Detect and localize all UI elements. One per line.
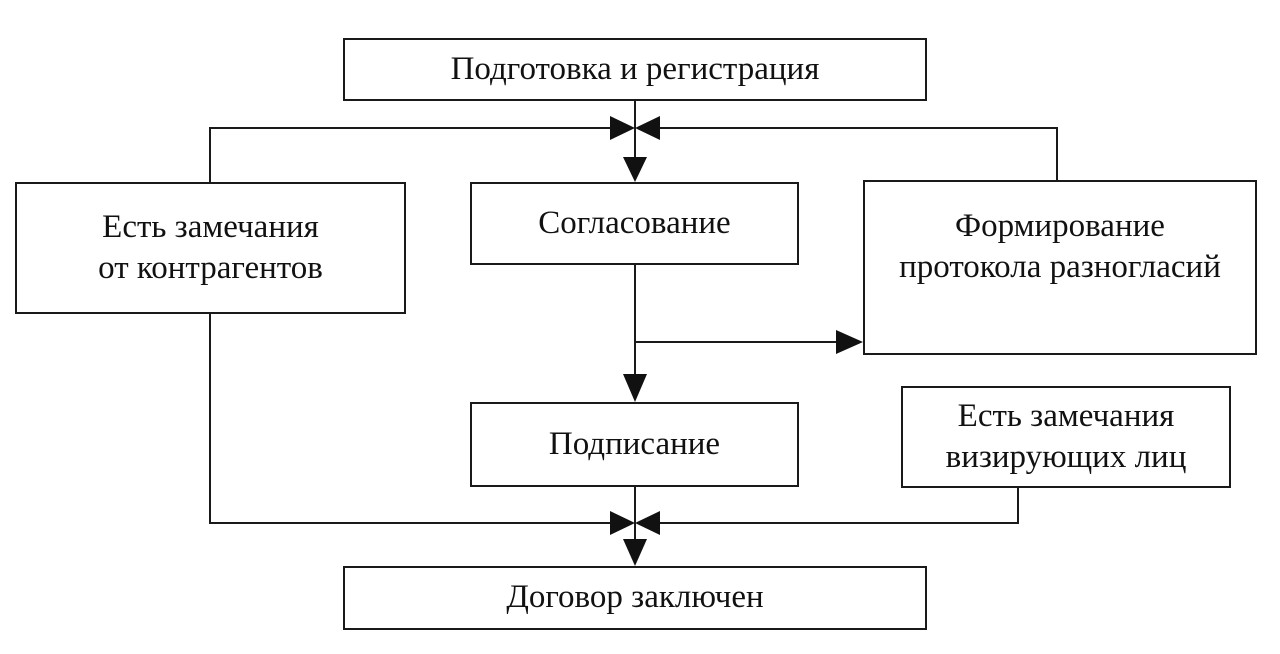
arrow-head-into-signing [623, 374, 647, 402]
node-contractor-remarks: Есть замечания от контрагентов [15, 182, 406, 314]
node-endorser-remarks: Есть замечания визирующих лиц [901, 386, 1231, 488]
arrow-head-from-right-top [635, 116, 660, 140]
arrow-head-into-approval [623, 157, 647, 182]
arrow-head-from-left-top [610, 116, 635, 140]
node-disagreement-protocol-label: Формирование протокола разногласий [899, 208, 1221, 286]
arrow-head-from-right-bottom [635, 511, 660, 535]
node-registration: Подготовка и регистрация [343, 38, 927, 101]
edge-endorser-remarks-to-concluded [658, 487, 1019, 524]
arrow-head-into-protocol [836, 330, 863, 354]
edge-contractor-remarks-to-approval [209, 127, 612, 182]
node-contract-concluded-label: Договор заключен [506, 579, 764, 616]
node-approval: Согласование [470, 182, 799, 265]
node-contractor-remarks-label: Есть замечания от контрагентов [98, 208, 323, 286]
node-signing: Подписание [470, 402, 799, 487]
edge-contractor-remarks-to-concluded [209, 313, 612, 524]
node-disagreement-protocol: Формирование протокола разногласий [863, 180, 1257, 355]
arrow-head-into-concluded [623, 539, 647, 566]
node-registration-label: Подготовка и регистрация [450, 50, 820, 87]
node-endorser-remarks-label: Есть замечания визирующих лиц [945, 397, 1187, 475]
node-contract-concluded: Договор заключен [343, 566, 927, 630]
edge-protocol-to-approval [658, 127, 1058, 180]
node-approval-label: Согласование [538, 204, 731, 241]
node-signing-label: Подписание [548, 425, 721, 462]
arrow-head-from-left-bottom [610, 511, 635, 535]
